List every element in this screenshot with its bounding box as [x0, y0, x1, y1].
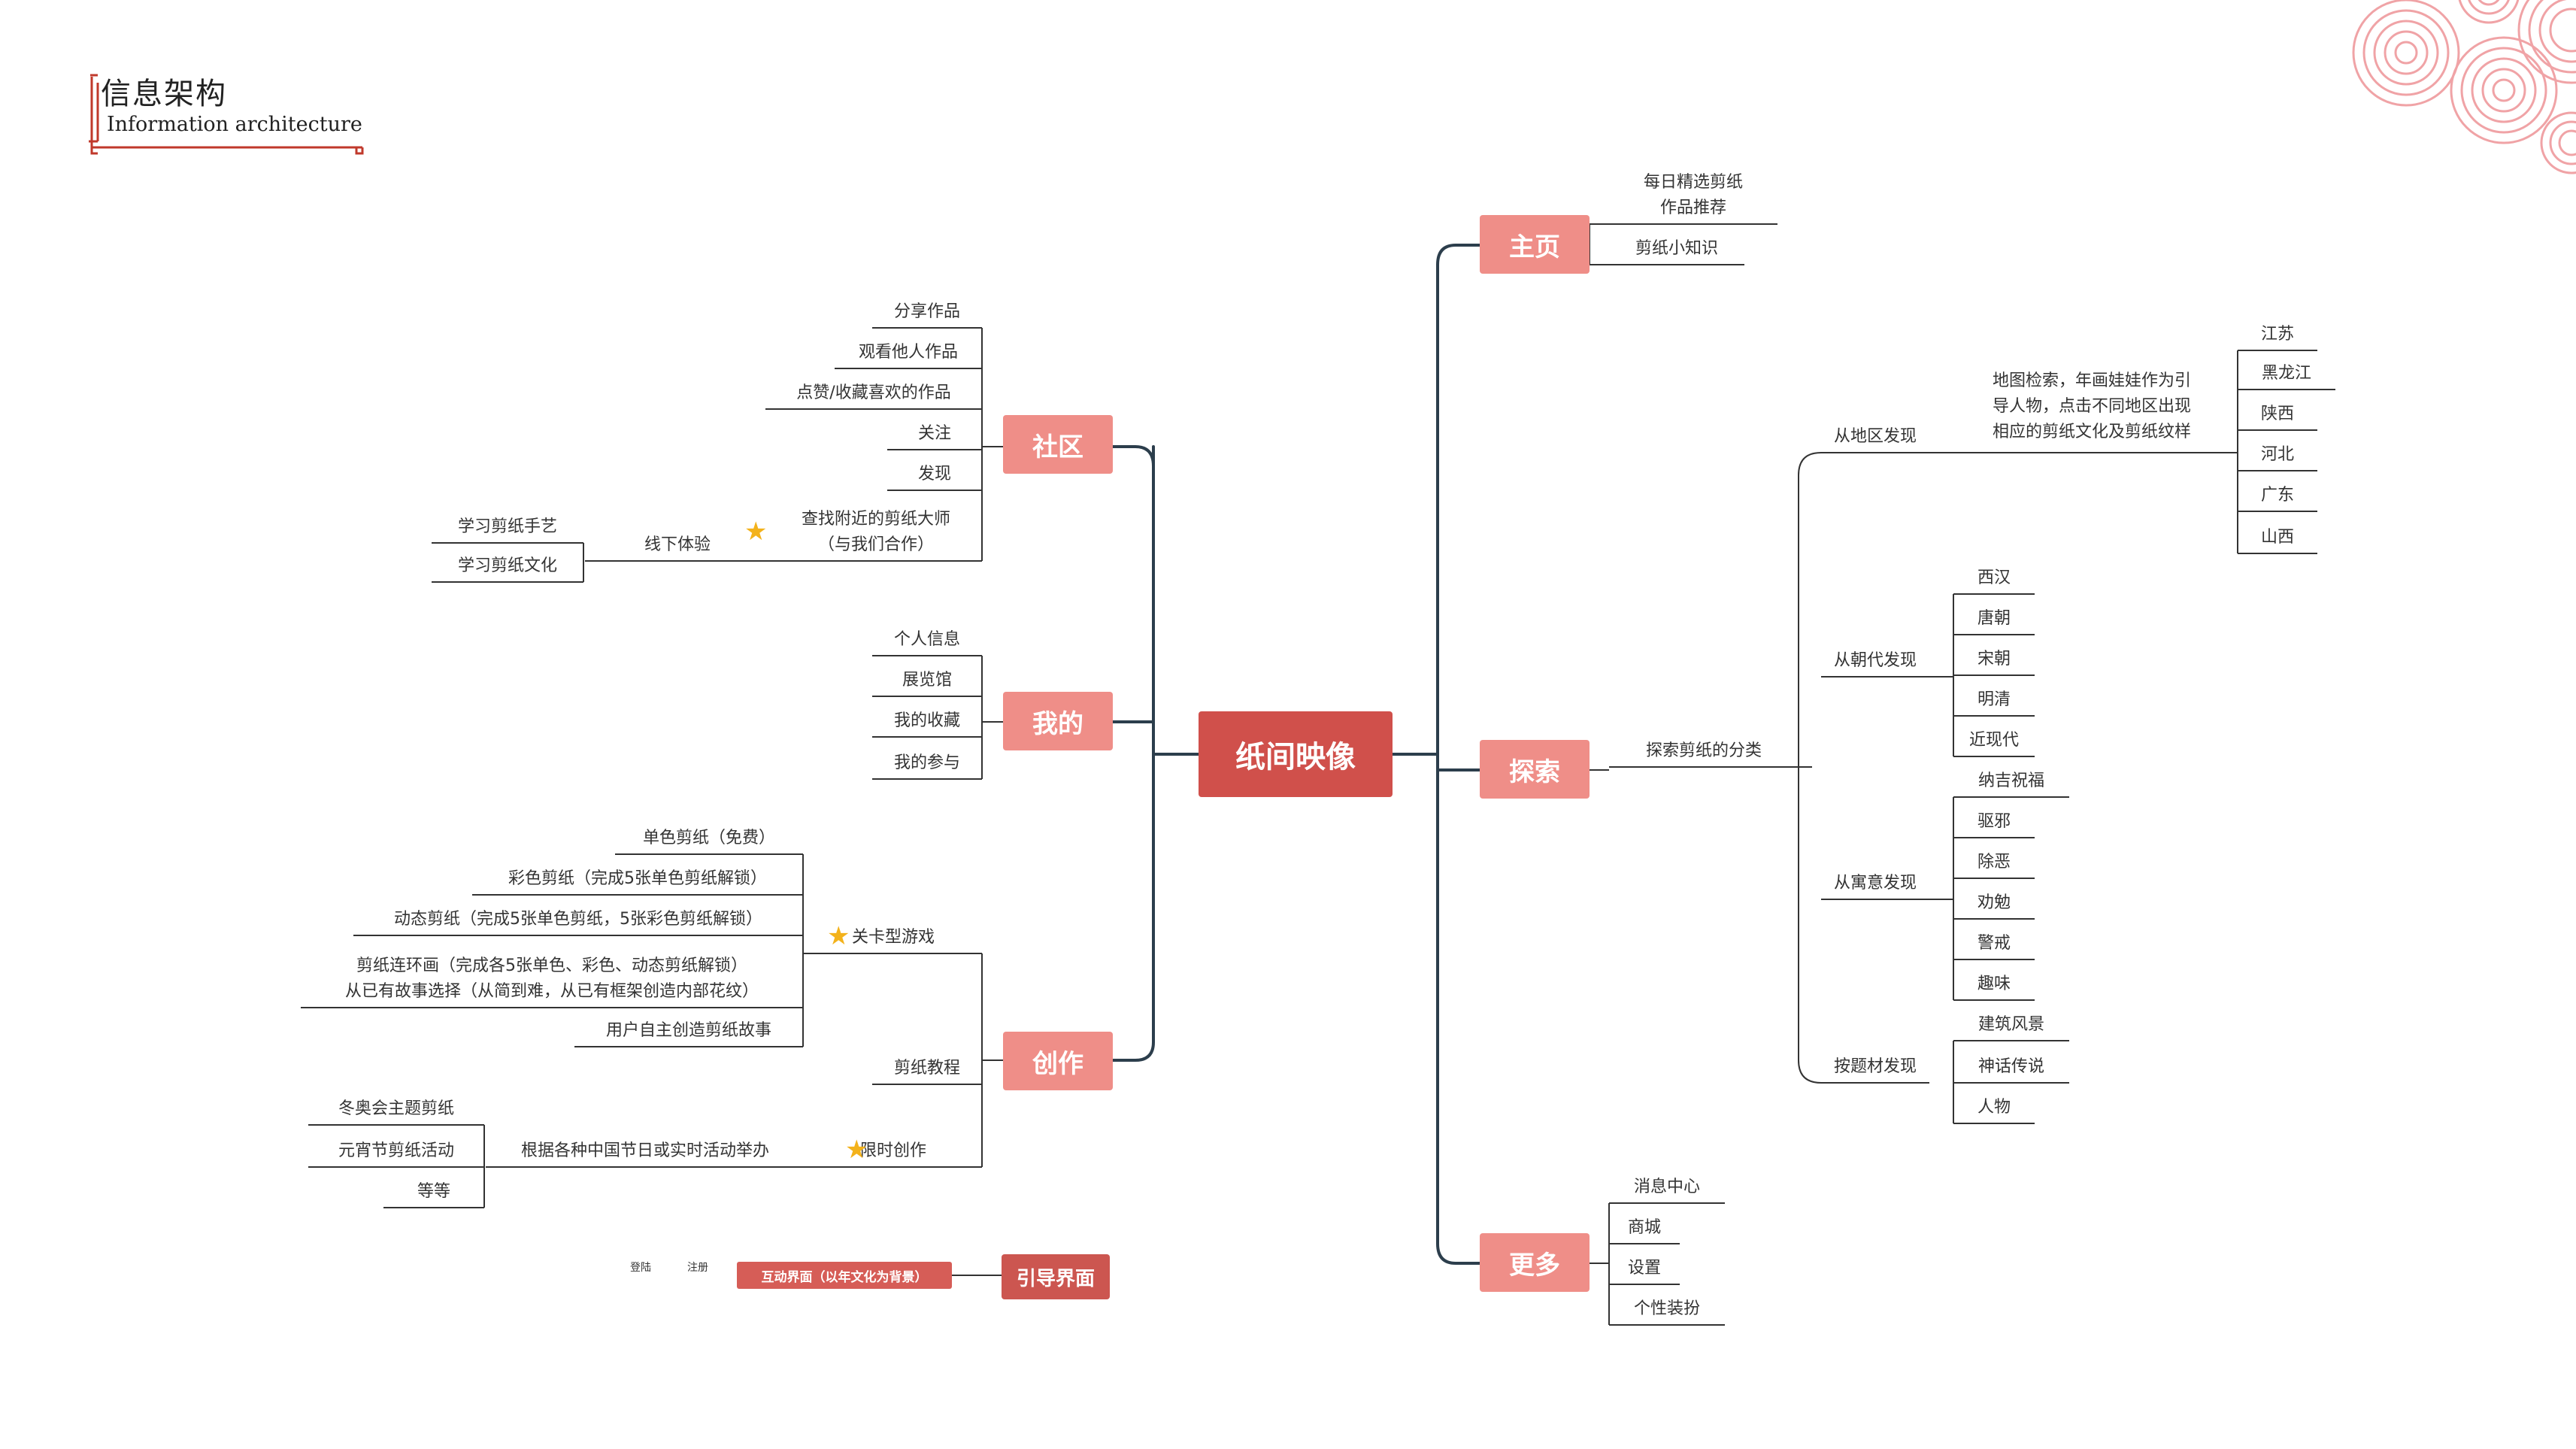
timed-item-2[interactable]: 等等 — [417, 1182, 451, 1201]
region-desc[interactable]: 地图检索，年画娃娃作为引 导人物，点击不同地区出现 相应的剪纸文化及剪纸纹样 — [1992, 371, 2192, 441]
region-5[interactable]: 山西 — [2260, 528, 2295, 547]
subject-0[interactable]: 建筑风景 — [1977, 1015, 2045, 1034]
create-item-0[interactable]: 关卡型游戏 — [851, 928, 935, 947]
level-item-3[interactable]: 剪纸连环画（完成各5张单色、彩色、动态剪纸解锁） 从已有故事选择（从简到难，从已… — [344, 956, 759, 1001]
subject-1[interactable]: 神话传说 — [1977, 1057, 2045, 1076]
more-item-2[interactable]: 设置 — [1627, 1259, 1662, 1278]
dynasty-1[interactable]: 唐朝 — [1977, 609, 2011, 628]
pattern-decoration — [2352, 0, 2576, 174]
timed-item-0[interactable]: 冬奥会主题剪纸 — [338, 1099, 455, 1118]
meaning-5[interactable]: 趣味 — [1977, 975, 2011, 993]
offline-item-1[interactable]: 学习剪纸文化 — [457, 556, 558, 575]
star-icon: ★ — [845, 1135, 868, 1165]
mine-item-1[interactable]: 展览馆 — [902, 671, 953, 690]
subject-2[interactable]: 人物 — [1977, 1098, 2011, 1117]
dynasty-0[interactable]: 西汉 — [1977, 568, 2011, 587]
guide-interactive-pill[interactable]: 互动界面（以年文化为背景） — [737, 1262, 952, 1289]
star-icon: ★ — [744, 517, 768, 547]
title-frame — [89, 74, 364, 155]
left-trunk — [1111, 445, 1155, 1062]
root-node[interactable]: 纸间映像 — [1199, 711, 1393, 797]
create-item-2[interactable]: 限时创作 — [859, 1141, 927, 1160]
region-3[interactable]: 河北 — [2260, 445, 2295, 464]
community-item-5[interactable]: 查找附近的剪纸大师 （与我们合作） — [801, 510, 951, 554]
meaning-0[interactable]: 纳吉祝福 — [1977, 771, 2045, 790]
level-item-0[interactable]: 单色剪纸（免费） — [642, 829, 776, 847]
mine-item-3[interactable]: 我的参与 — [893, 753, 961, 772]
dynasty-4[interactable]: 近现代 — [1968, 731, 2020, 750]
guide-register[interactable]: 注册 — [687, 1262, 708, 1274]
explore-item-0[interactable]: 从地区发现 — [1833, 427, 1917, 446]
node-explore[interactable]: 探索 — [1480, 740, 1590, 799]
offline-item-0[interactable]: 学习剪纸手艺 — [457, 517, 558, 536]
community-item-1[interactable]: 观看他人作品 — [858, 343, 959, 362]
community-item-3[interactable]: 关注 — [917, 424, 952, 443]
page-subtitle: Information architecture — [107, 113, 362, 136]
guide-login[interactable]: 登陆 — [630, 1262, 651, 1274]
region-0[interactable]: 江苏 — [2260, 325, 2295, 344]
timed-item-1[interactable]: 元宵节剪纸活动 — [338, 1141, 455, 1160]
mine-item-0[interactable]: 个人信息 — [893, 630, 961, 649]
timed-label[interactable]: 根据各种中国节日或实时活动举办 — [520, 1141, 770, 1160]
meaning-3[interactable]: 劝勉 — [1977, 893, 2011, 912]
node-home[interactable]: 主页 — [1480, 215, 1590, 274]
mine-item-2[interactable]: 我的收藏 — [893, 711, 961, 730]
region-4[interactable]: 广东 — [2260, 486, 2295, 505]
more-item-3[interactable]: 个性装扮 — [1633, 1299, 1701, 1318]
meaning-4[interactable]: 警戒 — [1977, 934, 2011, 953]
home-item-1[interactable]: 剪纸小知识 — [1635, 239, 1719, 258]
explore-main[interactable]: 探索剪纸的分类 — [1645, 741, 1762, 760]
meaning-1[interactable]: 驱邪 — [1977, 812, 2011, 831]
level-item-1[interactable]: 彩色剪纸（完成5张单色剪纸解锁） — [508, 869, 767, 888]
node-guide[interactable]: 引导界面 — [1002, 1254, 1110, 1299]
home-item-0[interactable]: 每日精选剪纸 作品推荐 — [1643, 173, 1744, 217]
more-item-0[interactable]: 消息中心 — [1633, 1178, 1701, 1196]
explore-spine — [1798, 452, 1822, 1084]
home-bracket — [1589, 223, 1609, 265]
community-item-4[interactable]: 发现 — [917, 465, 952, 484]
offline-label[interactable]: 线下体验 — [644, 535, 711, 554]
explore-item-2[interactable]: 从寓意发现 — [1833, 874, 1917, 893]
community-item-0[interactable]: 分享作品 — [893, 302, 961, 321]
to-community — [1111, 445, 1155, 468]
explore-item-1[interactable]: 从朝代发现 — [1833, 651, 1917, 670]
dynasty-3[interactable]: 明清 — [1977, 690, 2011, 709]
community-item-2[interactable]: 点赞/收藏喜欢的作品 — [796, 383, 951, 402]
to-home-curve — [1436, 244, 1481, 266]
region-2[interactable]: 陕西 — [2260, 405, 2295, 423]
create-item-1[interactable]: 剪纸教程 — [893, 1059, 961, 1078]
right-trunk — [1436, 263, 1481, 1265]
region-1[interactable]: 黑龙江 — [2261, 364, 2312, 383]
star-icon: ★ — [827, 921, 850, 951]
node-community[interactable]: 社区 — [1003, 415, 1113, 474]
node-more[interactable]: 更多 — [1480, 1233, 1590, 1292]
node-create[interactable]: 创作 — [1003, 1032, 1113, 1090]
page-title: 信息架构 — [101, 77, 227, 111]
dynasty-2[interactable]: 宋朝 — [1977, 650, 2011, 668]
node-mine[interactable]: 我的 — [1003, 692, 1113, 750]
level-item-4[interactable]: 用户自主创造剪纸故事 — [605, 1021, 772, 1040]
explore-item-3[interactable]: 按题材发现 — [1833, 1057, 1917, 1076]
more-item-1[interactable]: 商城 — [1627, 1218, 1662, 1237]
level-item-2[interactable]: 动态剪纸（完成5张单色剪纸，5张彩色剪纸解锁） — [394, 910, 762, 929]
meaning-2[interactable]: 除恶 — [1977, 853, 2011, 872]
